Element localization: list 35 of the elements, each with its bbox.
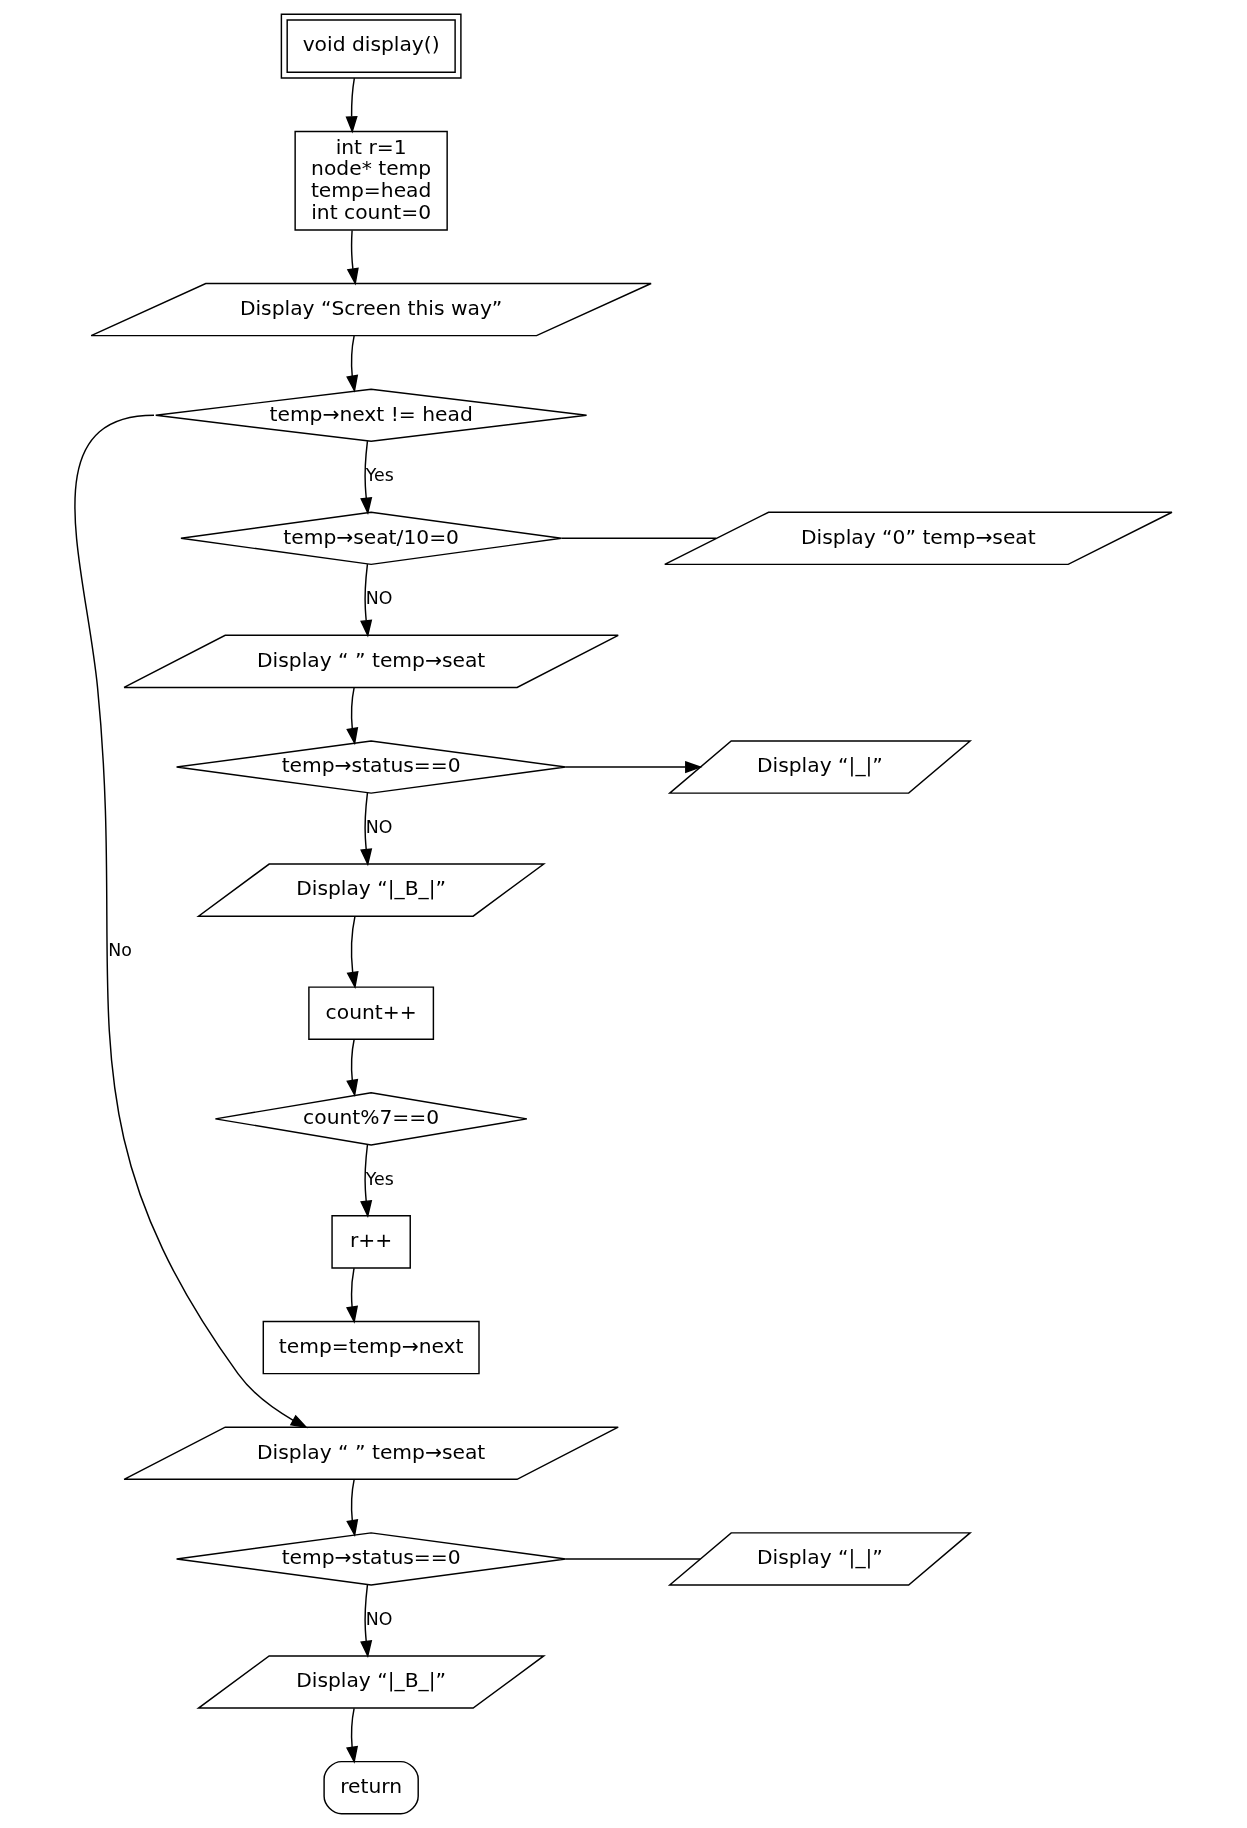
- arrow: [360, 1584, 373, 1659]
- arrow: [346, 687, 359, 746]
- arrow: [346, 335, 359, 393]
- arrow: [346, 1038, 359, 1097]
- arrow: [360, 1144, 373, 1218]
- edge-label: Yes: [365, 465, 394, 486]
- arrow: [74, 414, 309, 1429]
- node-diamond: temp→status==0: [175, 740, 567, 794]
- arrow: [346, 229, 359, 286]
- edge-label: NO: [365, 588, 393, 609]
- arrow: [360, 563, 373, 638]
- node-diamond: temp→seat/10=0: [180, 511, 563, 566]
- node-box: temp=temp→next: [262, 1320, 480, 1375]
- node-diamond: count%7==0: [214, 1092, 528, 1146]
- arrow: [360, 440, 373, 515]
- edge-label: NO: [365, 817, 393, 838]
- node-box: void display(): [280, 13, 462, 79]
- edge-label: No: [108, 940, 132, 961]
- node-box: r++: [331, 1215, 411, 1269]
- node-box: count++: [308, 986, 435, 1040]
- node-box: return: [323, 1760, 419, 1815]
- arrow: [345, 77, 358, 134]
- arrow: [346, 915, 359, 989]
- node-diamond: temp→status==0: [175, 1532, 567, 1586]
- node-diamond: temp→next != head: [155, 388, 588, 443]
- arrow: [346, 1267, 359, 1324]
- edge-label: NO: [365, 1608, 393, 1629]
- arrow: [346, 1707, 359, 1764]
- arrow: [360, 792, 373, 867]
- edge-label: Yes: [365, 1168, 394, 1189]
- node-box: int r=1 node* temp temp=head int count=0: [294, 130, 448, 231]
- connector: [560, 537, 717, 540]
- connector: [565, 1558, 701, 1560]
- arrow: [346, 1478, 359, 1538]
- arrow: [565, 760, 703, 774]
